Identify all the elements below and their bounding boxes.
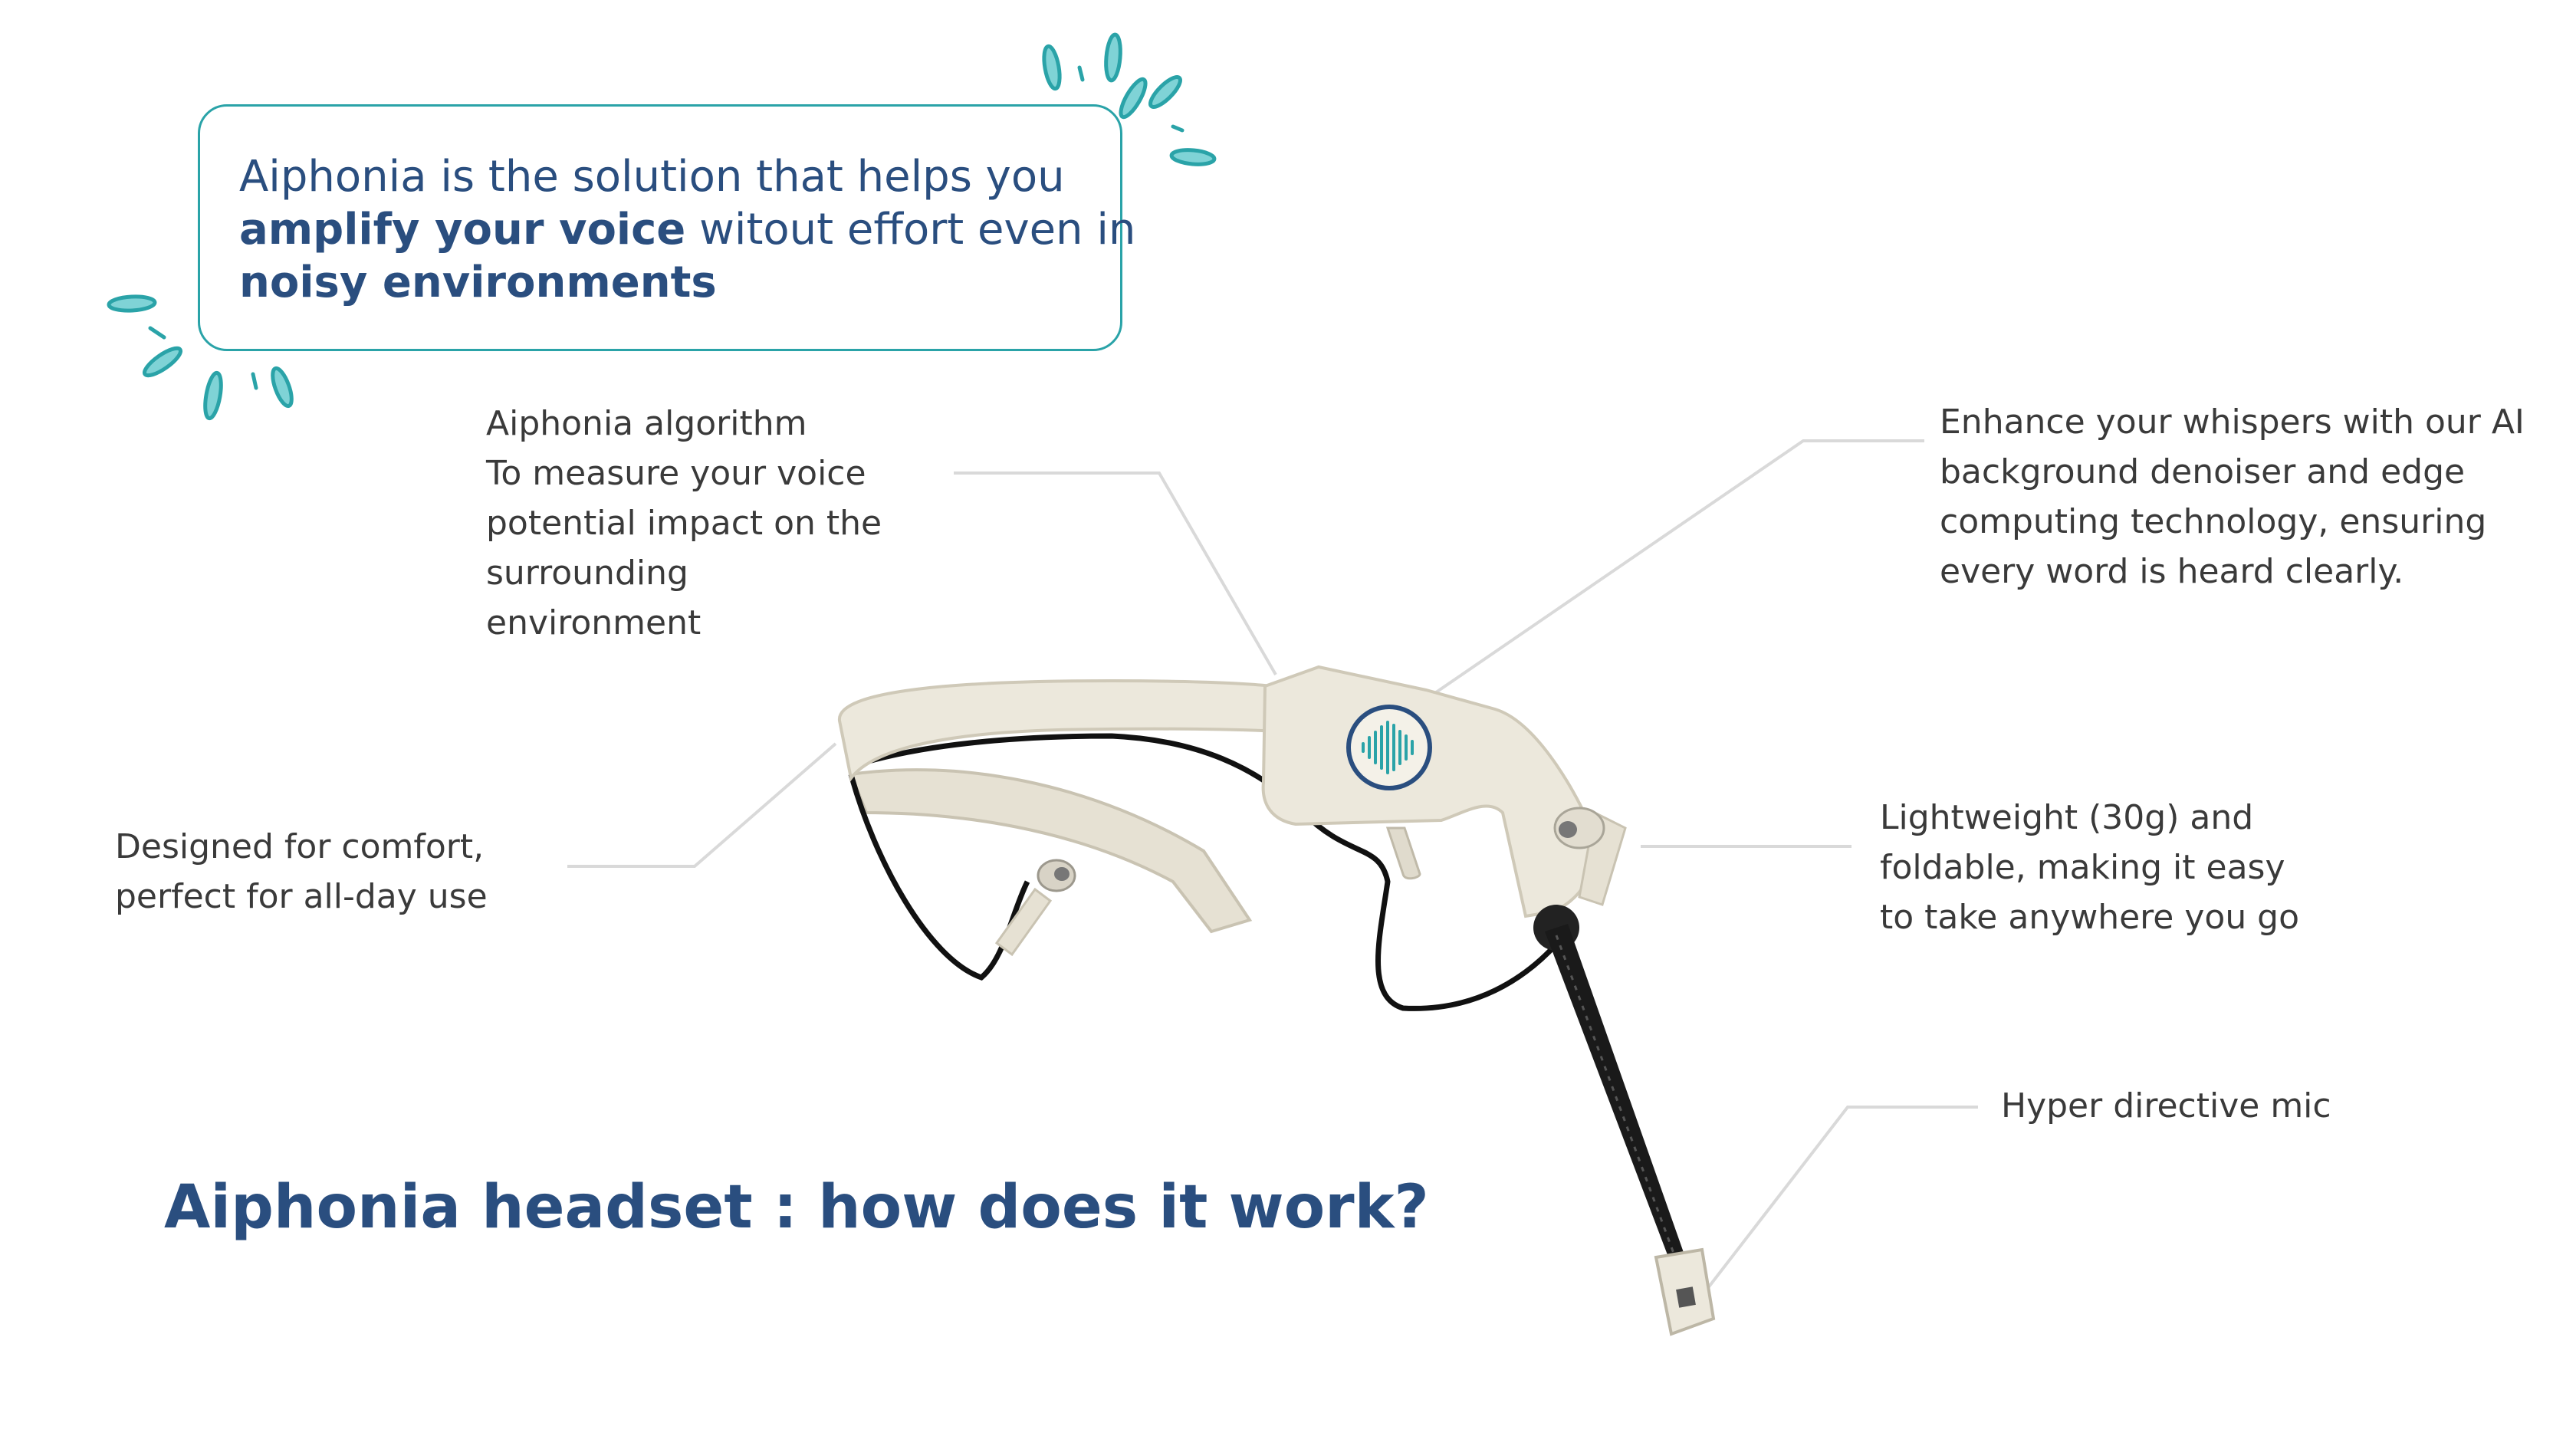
control-unit [1261,665,1598,918]
page-title: Aiphonia headset : how does it work? [164,1173,1429,1242]
intro-callout-box [198,104,1122,351]
leader-lines [567,439,1978,1297]
cable [849,733,1566,1011]
leader-mic [1700,1106,1978,1297]
left-earbud [994,859,1076,957]
leader-algorithm [954,472,1277,676]
sparkle-bottom-left [107,294,294,421]
voice-wave-icon [1346,705,1432,790]
label-mic: Hyper directive mic [2001,1086,2331,1125]
callout-line-2: witout effort even in [685,205,1136,255]
leader-comfort [567,742,837,868]
callout-bold-2: noisy environments [239,258,717,307]
headband-rear-arm [849,768,1253,934]
right-earbud [1553,807,1627,906]
callout-bold-1: amplify your voice [239,205,686,255]
sparkle-top-right [1042,32,1217,166]
label-algorithm: Aiphonia algorithm To measure your voice… [486,404,882,642]
intro-callout-text: Aiphonia is the solution that helps you … [239,150,1144,309]
label-denoiser: Enhance your whispers with our AI backgr… [1940,402,2525,591]
mic-boom [1533,905,1687,1265]
callout-line-1: Aiphonia is the solution that helps you [239,152,1065,202]
control-unit-clip [1385,826,1421,880]
label-comfort: Designed for comfort, perfect for all-da… [115,827,488,916]
label-lightweight: Lightweight (30g) and foldable, making i… [1880,798,2300,937]
mic-capsule [1654,1247,1716,1336]
leader-denoiser [1424,439,1924,701]
